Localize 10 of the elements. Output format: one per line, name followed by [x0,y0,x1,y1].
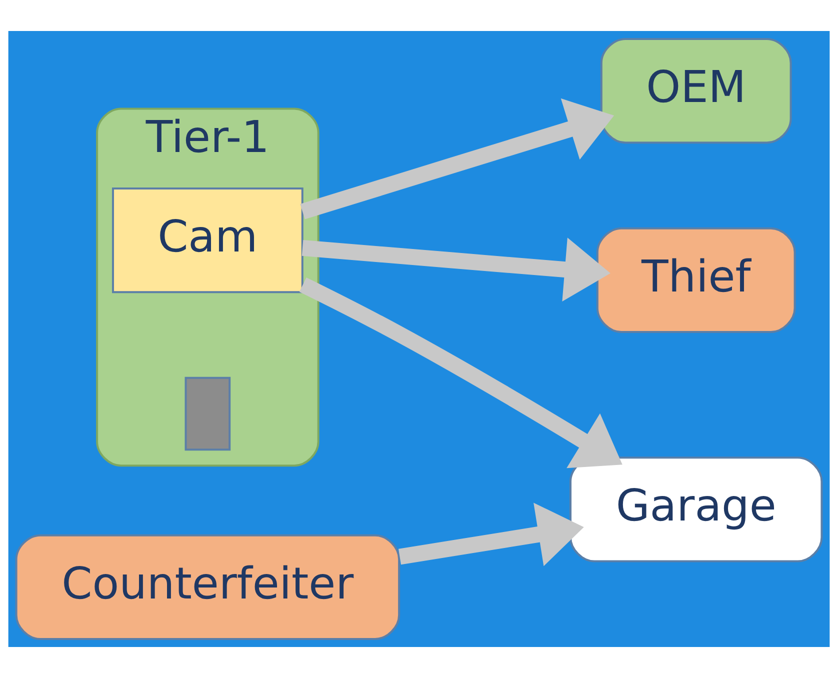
arrow [398,502,584,566]
node-box: Counterfeiter [15,534,400,640]
node-box: Cam [112,188,304,294]
node-box: OEM [600,38,792,144]
arrow [299,278,622,468]
arrow [300,98,614,220]
node-box [184,376,231,451]
node-box: Thief [596,227,796,334]
arrow [302,238,610,302]
node-box: Garage [570,456,823,562]
